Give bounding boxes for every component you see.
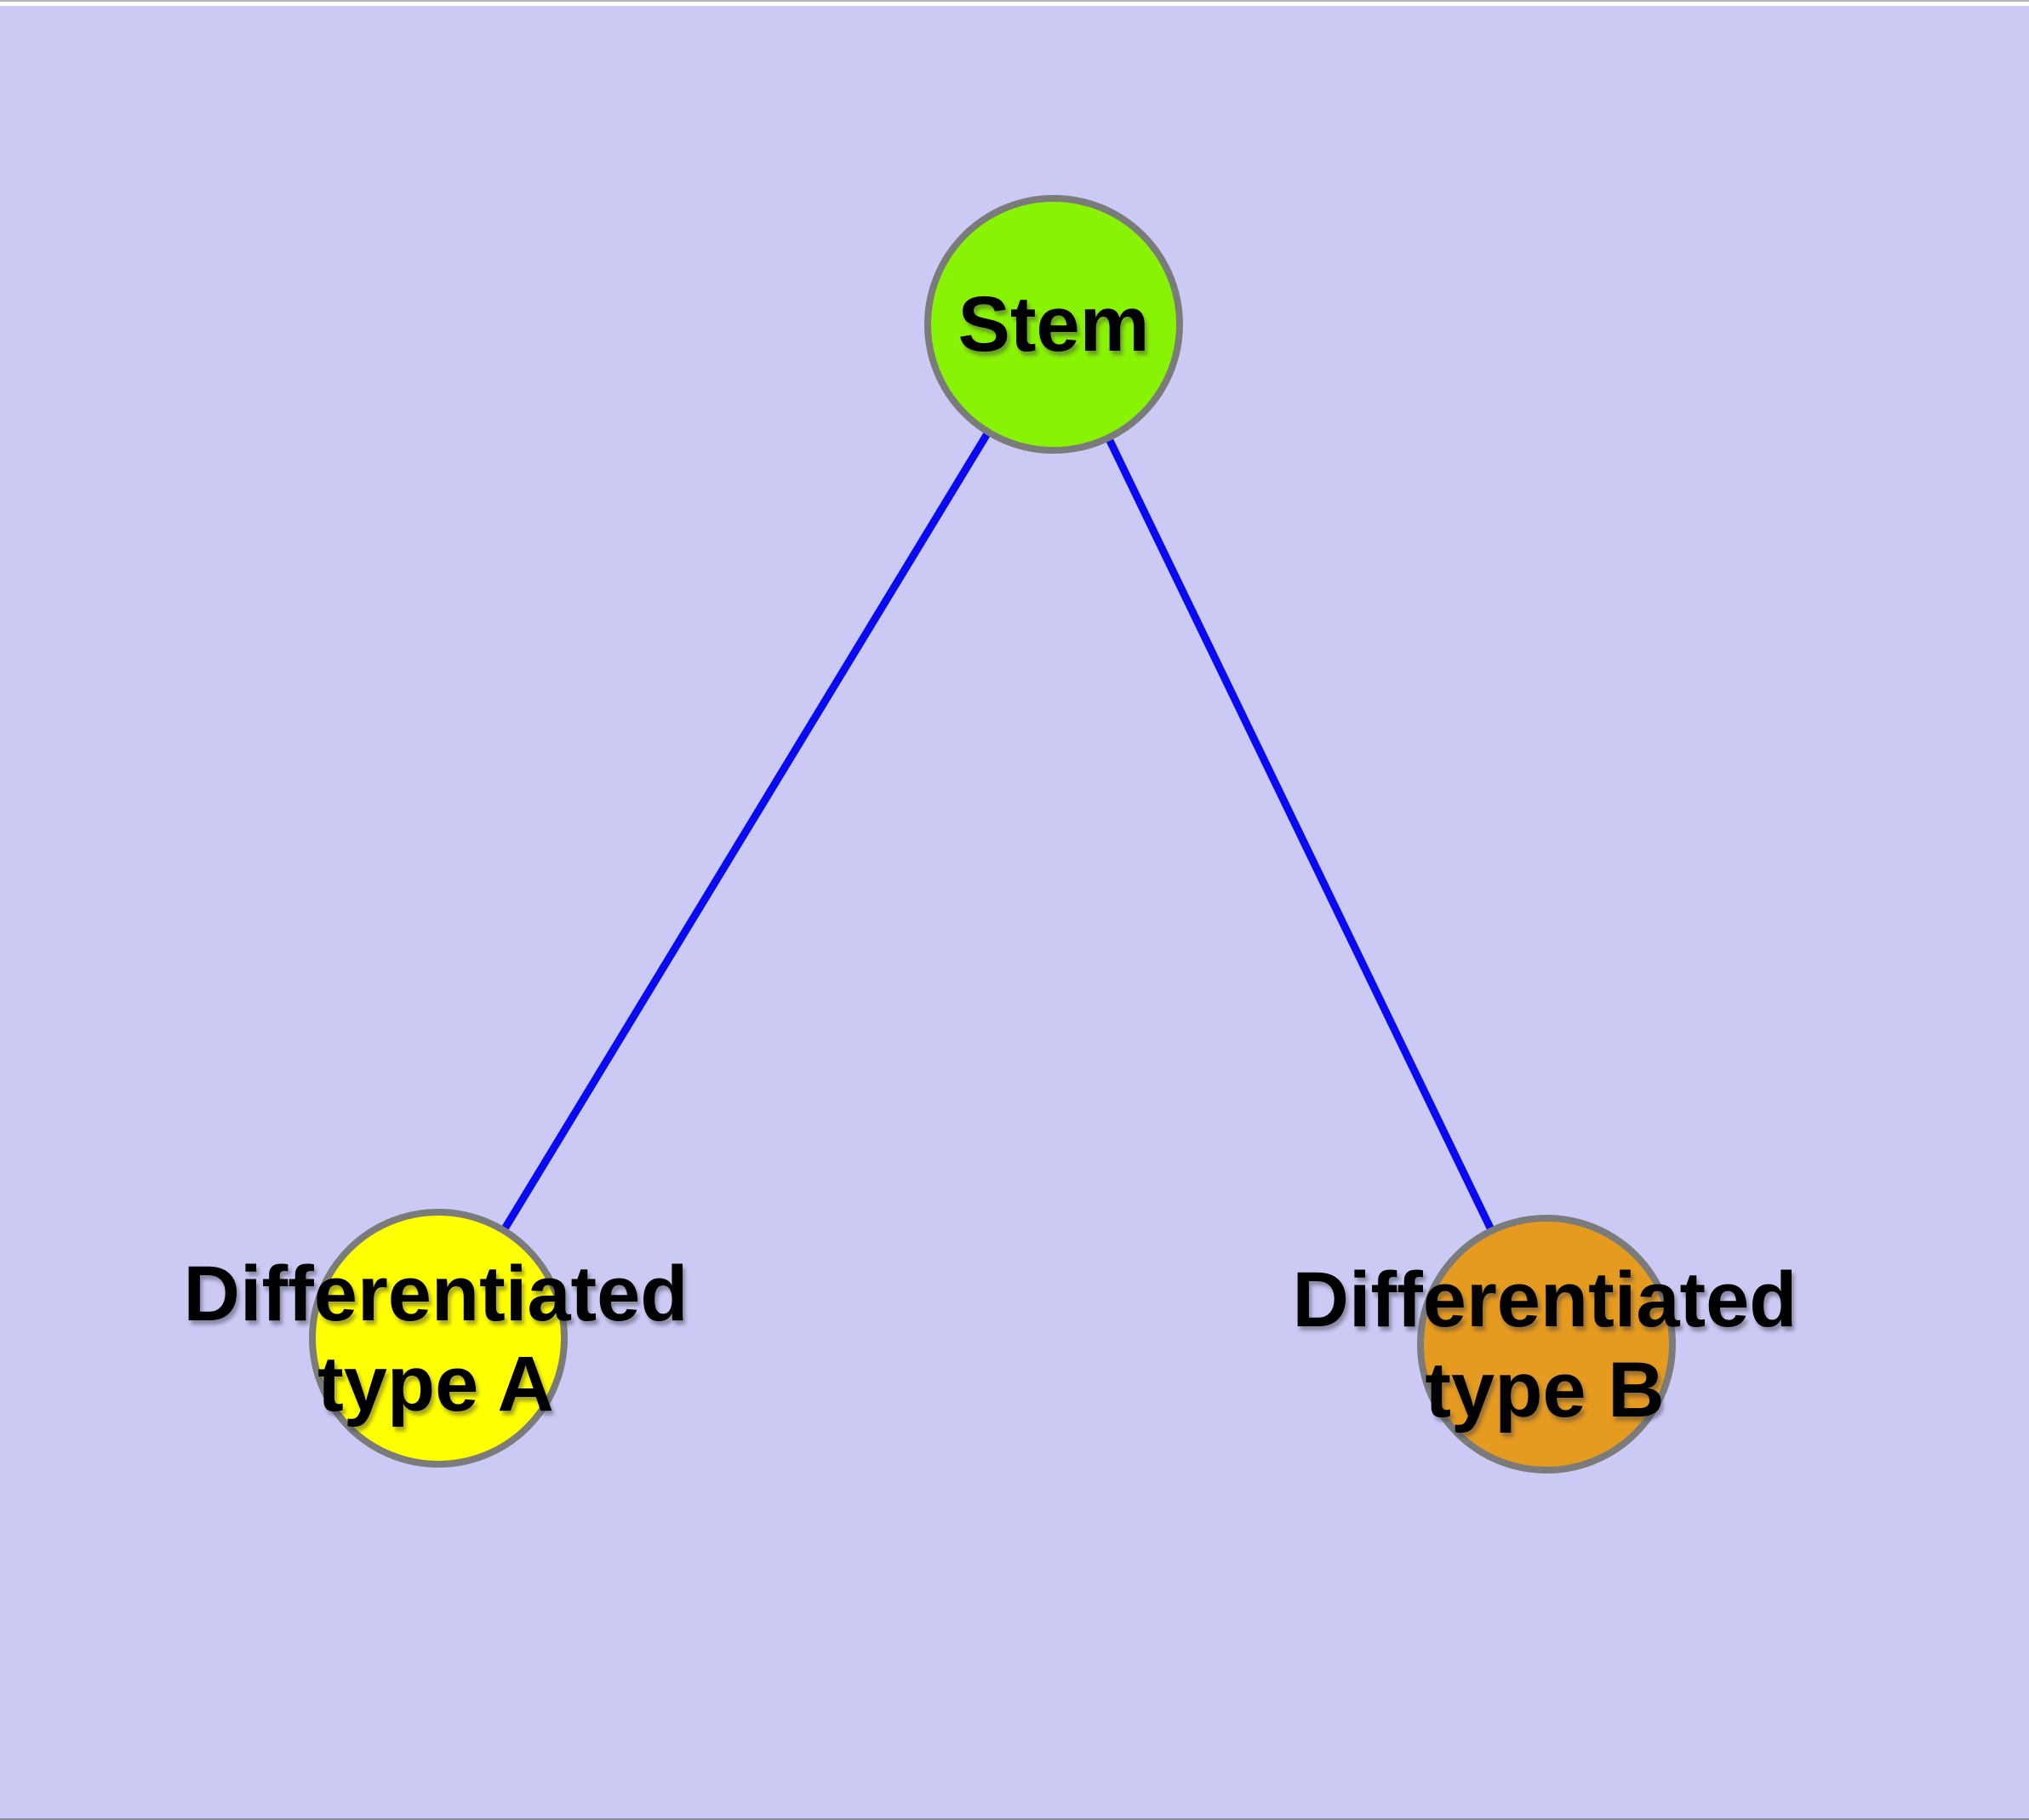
graph-svg — [309, 195, 1676, 1474]
edge-stem-to-type-a — [435, 322, 1057, 1341]
edge-stem-to-type-b — [1049, 323, 1551, 1346]
node-stem-circle — [924, 195, 1183, 454]
window-bottom-border — [0, 1818, 2029, 1820]
node-type-b-circle — [1417, 1215, 1676, 1474]
window-top-strip — [0, 0, 2029, 6]
diagram-canvas: Stem Differentiated type A Differentiate… — [0, 6, 2029, 1820]
node-type-a-circle — [309, 1209, 568, 1468]
